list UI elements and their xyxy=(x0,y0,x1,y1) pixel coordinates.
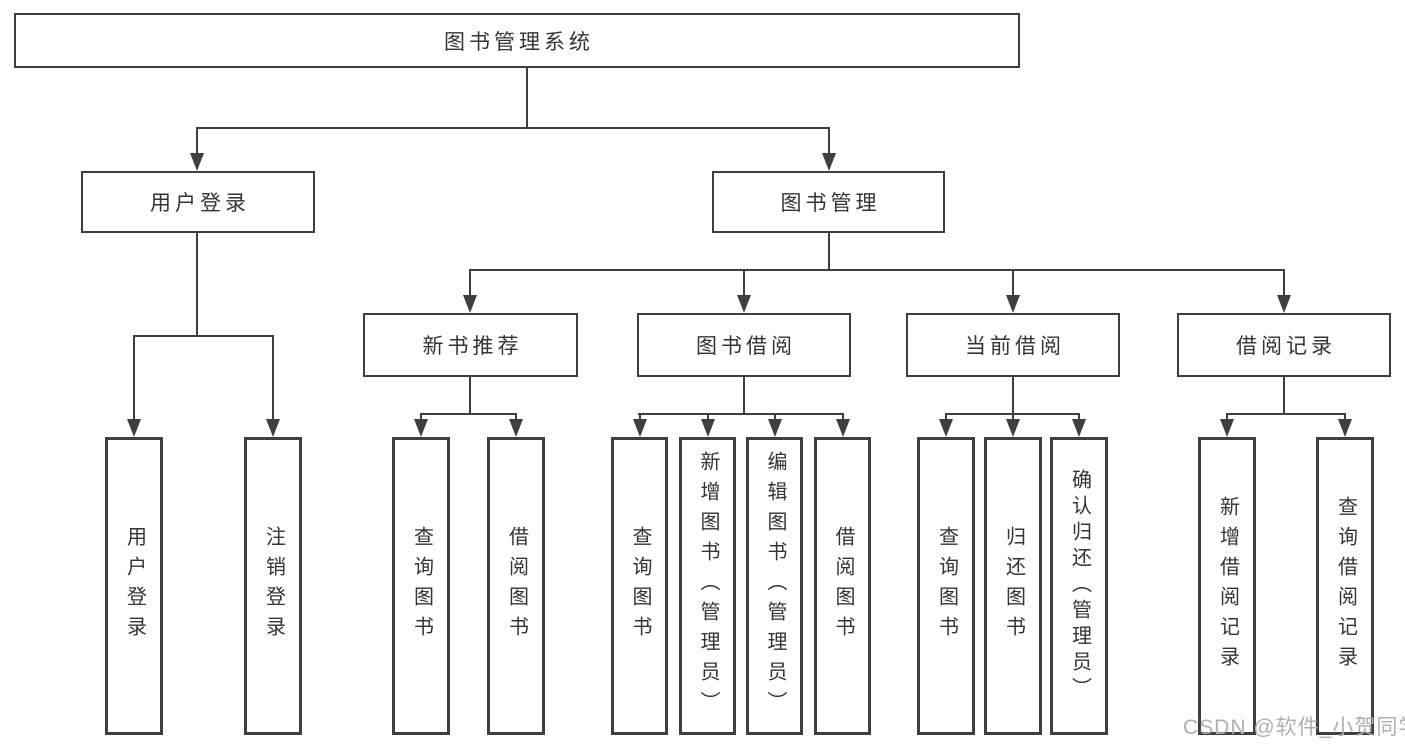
connector-user-login-stem xyxy=(196,233,198,337)
leaf-label: 查询图书 xyxy=(935,526,958,646)
node-current-borrowing: 当前借阅 xyxy=(906,313,1120,377)
connector-line xyxy=(707,413,709,423)
connector-line xyxy=(1012,269,1014,297)
leaf-return-book: 归还图书 xyxy=(984,437,1042,735)
connector-line xyxy=(945,413,947,423)
connector-line xyxy=(743,269,745,297)
arrowhead xyxy=(1338,419,1352,437)
leaf-add-book-admin: 新增图书（管理员） xyxy=(679,437,736,735)
leaf-label: 注销登录 xyxy=(262,526,285,646)
connector-line xyxy=(515,413,517,423)
connector-borrow-records-branch xyxy=(1226,413,1346,415)
connector-line xyxy=(133,335,135,421)
connector-current-borrowing-stem xyxy=(1012,377,1014,415)
arrowhead xyxy=(509,419,523,437)
leaf-label: 借阅图书 xyxy=(832,526,854,646)
arrowhead xyxy=(414,419,428,437)
leaf-label: 归还图书 xyxy=(1002,526,1025,646)
connector-line xyxy=(1283,269,1285,297)
leaf-label: 用户登录 xyxy=(123,526,146,646)
connector-root-branch xyxy=(196,127,830,129)
arrowhead-to-user-login xyxy=(190,153,204,171)
arrowhead xyxy=(836,419,850,437)
connector-borrow-records-stem xyxy=(1283,377,1285,415)
connector-line xyxy=(469,269,471,297)
connector-book-borrowing-stem xyxy=(743,377,745,415)
node-borrow-records: 借阅记录 xyxy=(1177,313,1391,377)
arrowhead xyxy=(939,419,953,437)
arrowhead xyxy=(768,419,782,437)
arrowhead-to-borrow-records xyxy=(1277,295,1291,313)
leaf-label: 查询借阅记录 xyxy=(1334,496,1357,676)
leaf-label: 查询图书 xyxy=(410,526,433,646)
connector-line xyxy=(272,335,274,421)
leaf-label: 确认归还（管理员） xyxy=(1068,469,1091,703)
leaf-label: 查询图书 xyxy=(629,526,651,646)
connector-book-management-stem xyxy=(828,233,830,271)
leaf-label: 编辑图书（管理员） xyxy=(764,451,786,721)
connector-to-user-login xyxy=(196,127,198,155)
leaf-query-books-current: 查询图书 xyxy=(917,437,975,735)
connector-line xyxy=(774,413,776,423)
leaf-query-borrow-record: 查询借阅记录 xyxy=(1316,437,1374,735)
connector-to-book-management xyxy=(828,127,830,155)
watermark: CSDN @软件_小贺同学 xyxy=(1183,716,1405,739)
leaf-query-books-recommend: 查询图书 xyxy=(392,437,450,735)
node-user-login: 用户登录 xyxy=(81,171,315,233)
connector-book-borrowing-branch xyxy=(638,413,844,415)
leaf-label: 借阅图书 xyxy=(505,526,528,646)
connector-line xyxy=(1078,413,1080,423)
connector-root-stem xyxy=(526,68,528,128)
arrowhead xyxy=(127,419,141,437)
connector-new-book-recommend-stem xyxy=(469,377,471,415)
connector-line xyxy=(1226,413,1228,423)
connector-line xyxy=(1012,413,1014,423)
connector-new-book-recommend-branch xyxy=(420,413,517,415)
leaf-edit-book-admin: 编辑图书（管理员） xyxy=(746,437,803,735)
leaf-confirm-return-admin: 确认归还（管理员） xyxy=(1050,437,1108,735)
connector-line xyxy=(842,413,844,423)
connector-user-login-branch xyxy=(133,335,274,337)
node-new-book-recommend: 新书推荐 xyxy=(363,313,578,377)
node-book-borrowing: 图书借阅 xyxy=(637,313,851,377)
arrowhead-to-book-borrowing xyxy=(737,295,751,313)
node-library-management-system: 图书管理系统 xyxy=(14,13,1020,68)
leaf-borrow-books: 借阅图书 xyxy=(814,437,871,735)
arrowhead xyxy=(633,419,647,437)
arrowhead-to-current-borrowing xyxy=(1006,295,1020,313)
connector-line xyxy=(1344,413,1346,423)
arrowhead xyxy=(1006,419,1020,437)
leaf-label: 新增借阅记录 xyxy=(1216,496,1239,676)
arrowhead xyxy=(701,419,715,437)
arrowhead xyxy=(1220,419,1234,437)
arrowhead-to-book-management xyxy=(822,153,836,171)
connector-book-management-branch xyxy=(469,269,1285,271)
leaf-label: 新增图书（管理员） xyxy=(697,451,719,721)
connector-line xyxy=(420,413,422,423)
arrowhead xyxy=(266,419,280,437)
leaf-borrow-books-recommend: 借阅图书 xyxy=(487,437,545,735)
leaf-logout: 注销登录 xyxy=(244,437,302,735)
leaf-add-borrow-record: 新增借阅记录 xyxy=(1198,437,1256,735)
connector-line xyxy=(639,413,641,423)
arrowhead xyxy=(1072,419,1086,437)
leaf-query-books-borrowing: 查询图书 xyxy=(611,437,668,735)
node-book-management: 图书管理 xyxy=(712,171,945,233)
leaf-user-login: 用户登录 xyxy=(105,437,163,735)
arrowhead-to-new-book-recommend xyxy=(463,295,477,313)
